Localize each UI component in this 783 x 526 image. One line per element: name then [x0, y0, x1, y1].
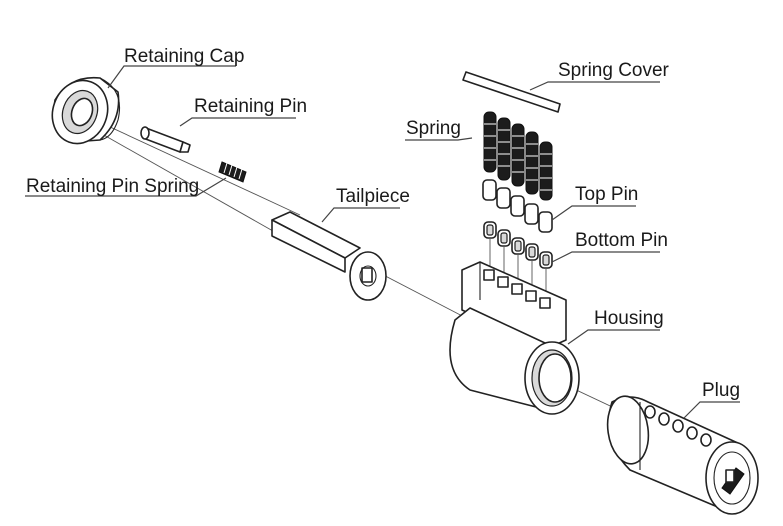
- springs-part: [483, 111, 553, 201]
- label-tailpiece: Tailpiece: [336, 186, 410, 207]
- label-retaining-cap: Retaining Cap: [124, 46, 244, 67]
- labels: Retaining Cap Retaining Pin Retaining Pi…: [26, 46, 740, 401]
- label-retaining-pin: Retaining Pin: [194, 96, 307, 117]
- label-top-pin: Top Pin: [575, 184, 638, 205]
- retaining-pin-part: [140, 126, 191, 153]
- plug-part: [606, 395, 759, 515]
- label-retaining-pin-spring: Retaining Pin Spring: [26, 176, 199, 197]
- label-plug: Plug: [702, 380, 740, 401]
- top-pins-part: [482, 179, 553, 233]
- tailpiece-part: [271, 211, 387, 301]
- spring-cover-part: [462, 71, 561, 113]
- label-spring-cover: Spring Cover: [558, 60, 670, 81]
- bottom-pins-part: [483, 221, 553, 269]
- label-housing: Housing: [594, 308, 664, 329]
- retaining-pin-spring-part: [218, 161, 247, 183]
- leader-lines: [25, 65, 740, 419]
- retaining-cap-part: [51, 76, 121, 145]
- label-bottom-pin: Bottom Pin: [575, 230, 668, 251]
- label-spring: Spring: [406, 118, 461, 139]
- housing-part: [449, 261, 580, 415]
